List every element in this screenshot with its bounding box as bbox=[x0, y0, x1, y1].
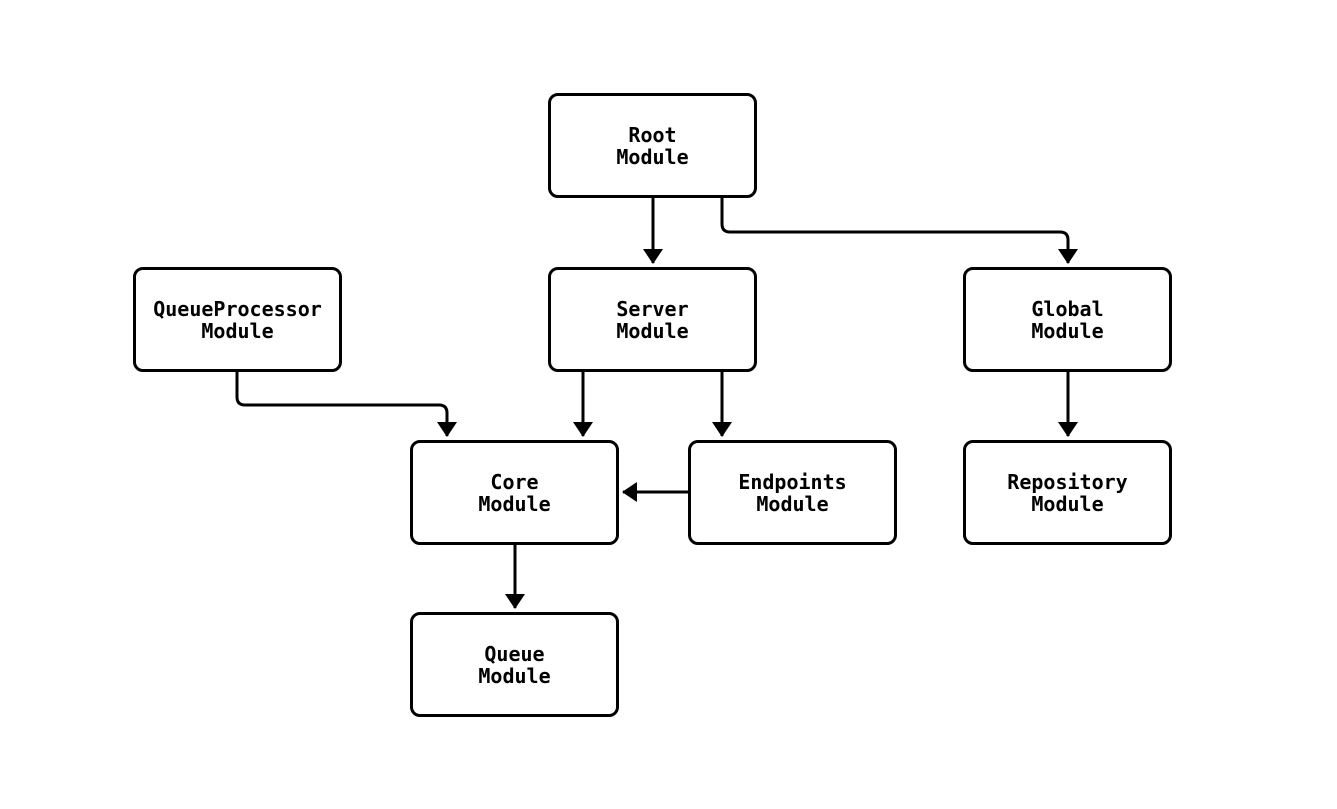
node-queueprocessor-module: QueueProcessor Module bbox=[133, 267, 342, 372]
node-server-module: Server Module bbox=[548, 267, 757, 372]
node-global-module: Global Module bbox=[963, 267, 1172, 372]
node-root-module-label: Root Module bbox=[616, 122, 689, 169]
node-root-module: Root Module bbox=[548, 93, 757, 198]
node-endpoints-module-label: Endpoints Module bbox=[738, 469, 847, 516]
node-endpoints-module: Endpoints Module bbox=[688, 440, 897, 545]
node-queue-module: Queue Module bbox=[410, 612, 619, 717]
edge-root-to-global bbox=[720, 197, 1078, 264]
node-repository-module: Repository Module bbox=[963, 440, 1172, 545]
node-repository-module-label: Repository Module bbox=[1007, 469, 1128, 516]
node-core-module: Core Module bbox=[410, 440, 619, 545]
node-queue-module-label: Queue Module bbox=[478, 641, 551, 688]
node-global-module-label: Global Module bbox=[1031, 296, 1104, 343]
node-server-module-label: Server Module bbox=[616, 296, 689, 343]
edge-queueprocessor-to-core bbox=[235, 371, 457, 437]
node-core-module-label: Core Module bbox=[478, 469, 551, 516]
node-queueprocessor-module-label: QueueProcessor Module bbox=[153, 296, 322, 343]
